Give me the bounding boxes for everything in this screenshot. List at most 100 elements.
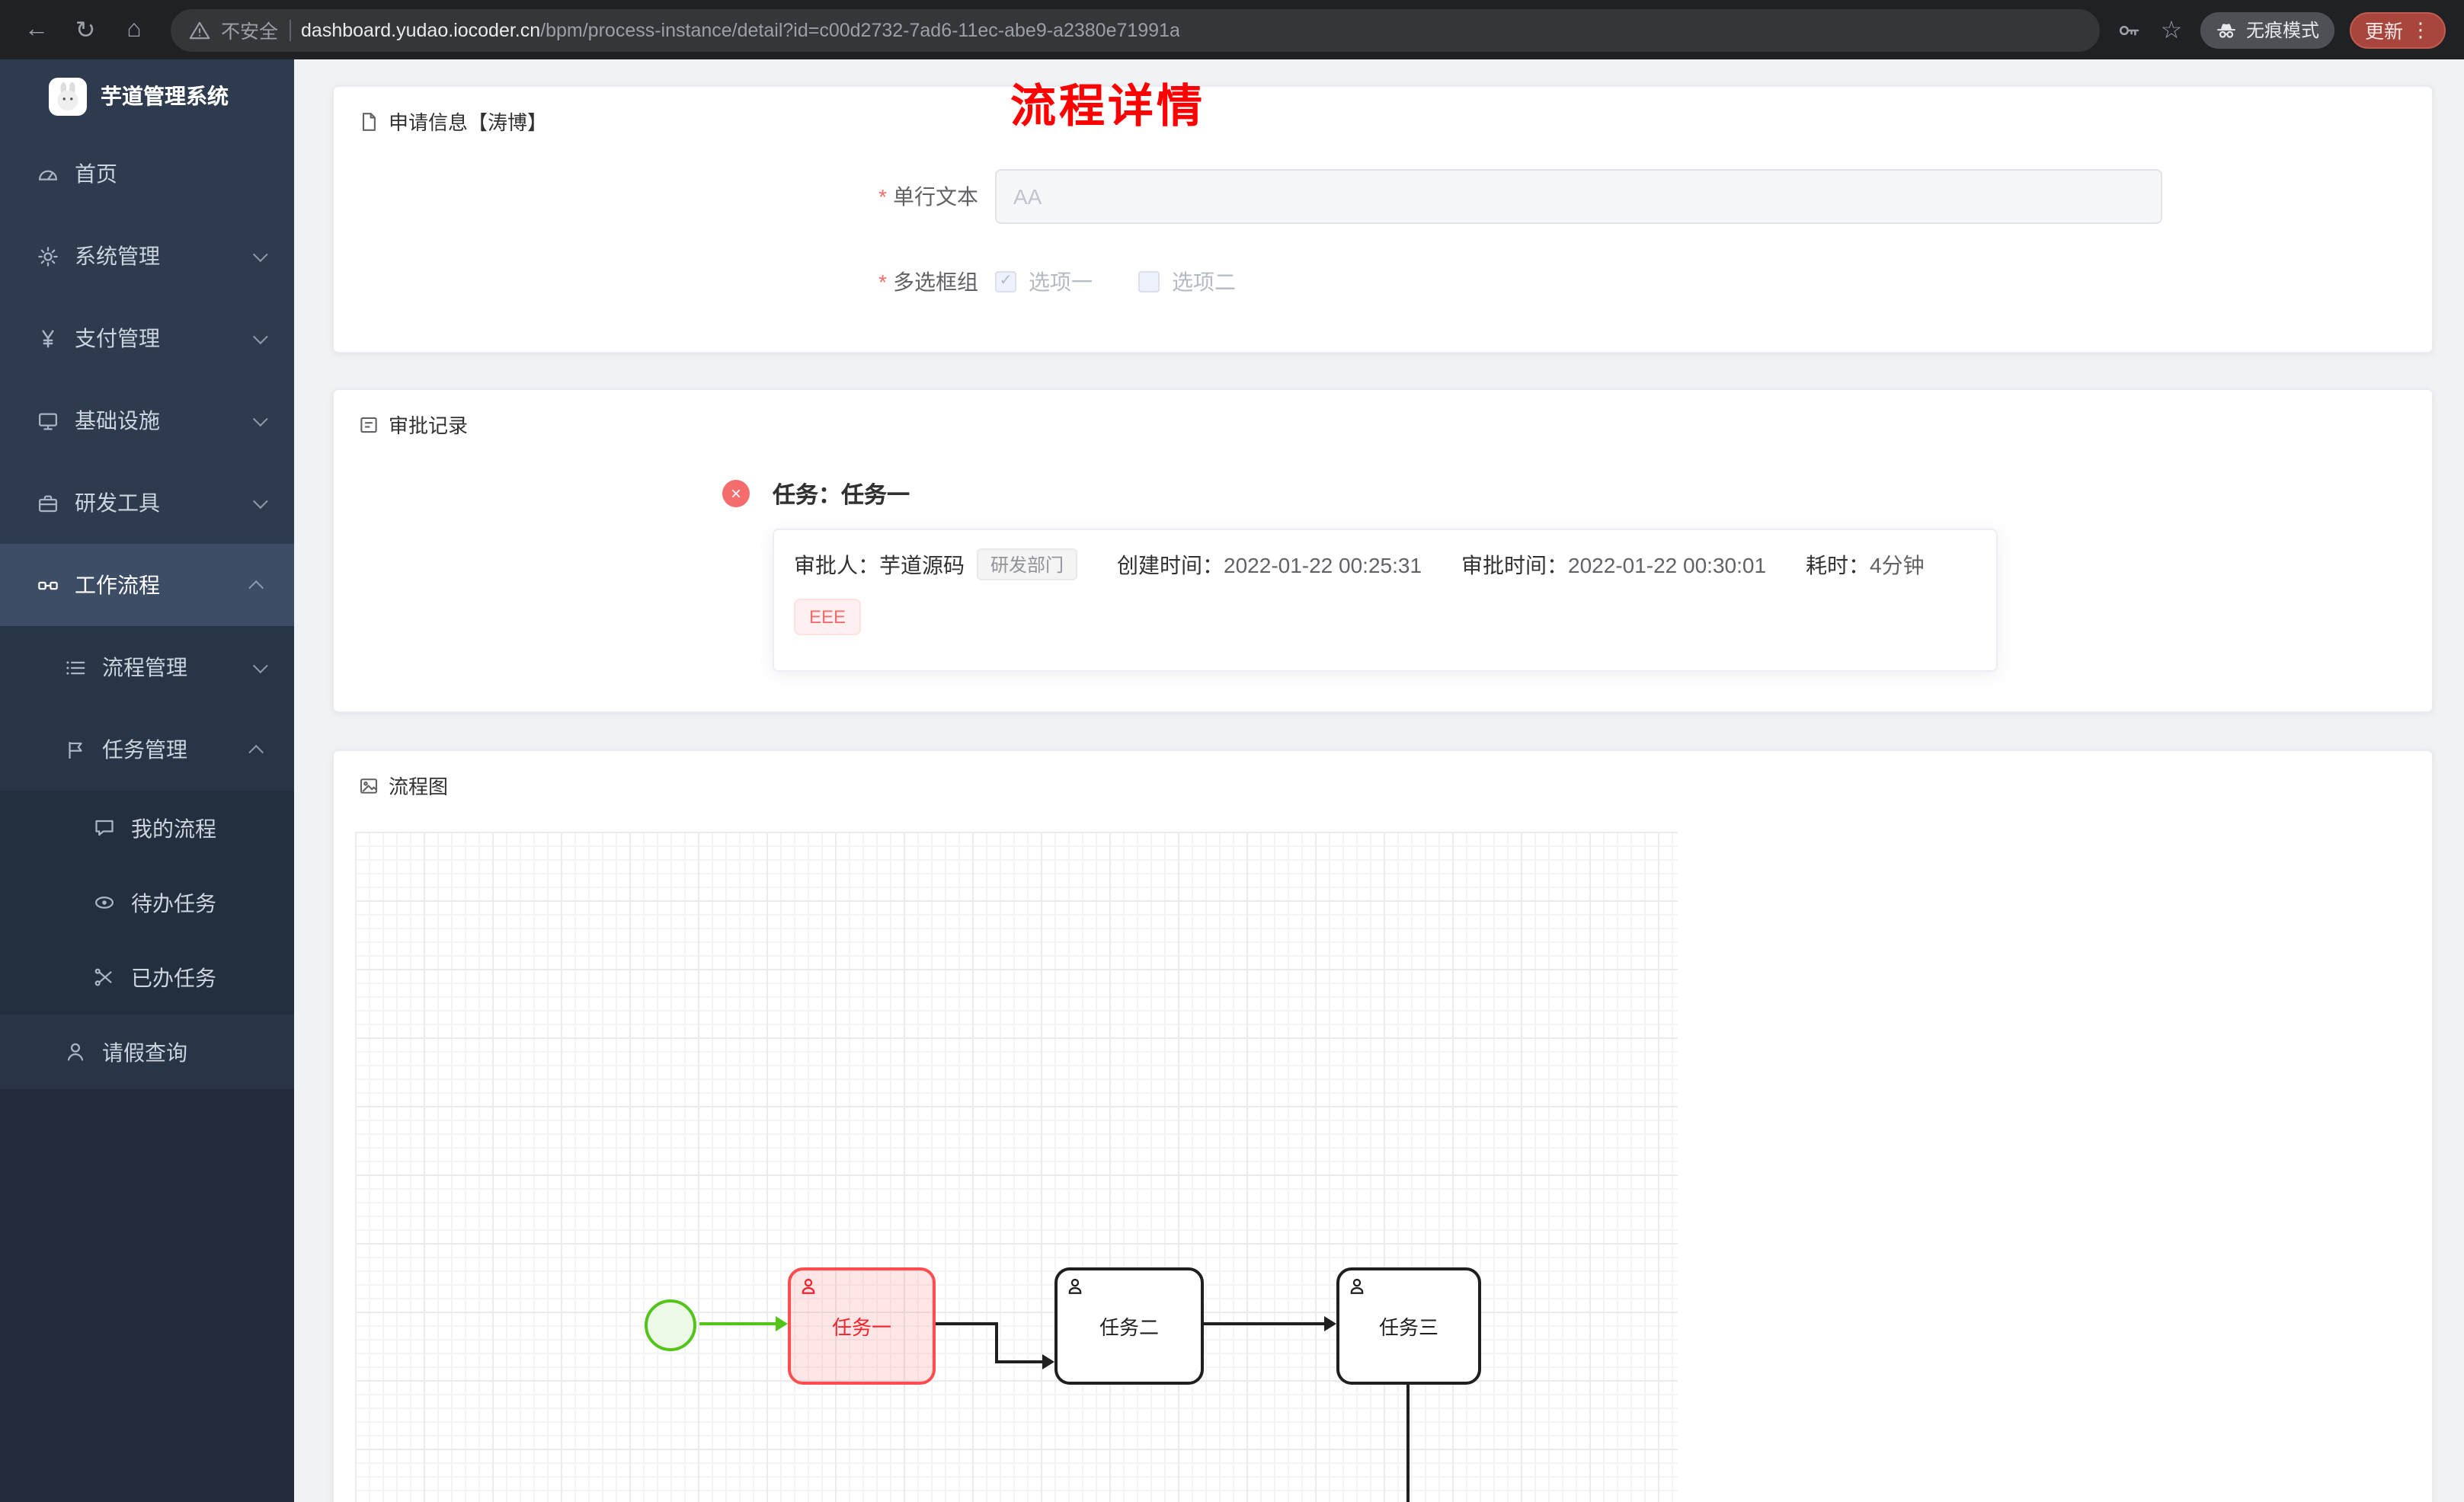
task-node-1[interactable]: 任务一 [788, 1267, 936, 1385]
page-title: 流程详情 [1010, 82, 1205, 133]
bpmn-grid [355, 832, 1678, 1502]
not-secure-label[interactable]: 不安全 [221, 21, 279, 43]
password-key-icon[interactable] [2115, 16, 2142, 43]
update-label: 更新 [2364, 21, 2403, 43]
chevron-down-icon [252, 246, 268, 262]
logo-avatar [49, 77, 87, 115]
update-button[interactable]: 更新 ⋮ [2349, 11, 2446, 48]
sidebar-item-done-tasks[interactable]: 已办任务 [0, 940, 294, 1015]
arrowhead-icon [1324, 1316, 1336, 1331]
dept-tag: 研发部门 [977, 548, 1078, 580]
menu-dots-icon[interactable]: ⋮ [2411, 18, 2430, 40]
sequence-flow-1 [936, 1322, 998, 1325]
rejected-badge-icon: × [722, 480, 750, 507]
sidebar-filler [0, 1089, 294, 1502]
task-title: 任务：任务一 [773, 483, 910, 509]
apply-card-header: 申请信息【涛博】 [334, 87, 2432, 136]
sidebar-item-task-mgmt[interactable]: 任务管理 [0, 708, 294, 791]
approved-time: 2022-01-22 00:30:01 [1568, 552, 1767, 577]
sidebar-item-leave-query[interactable]: 请假查询 [0, 1015, 294, 1089]
comment-tag: EEE [794, 599, 862, 635]
diagram-card-header: 流程图 [334, 751, 2432, 800]
chrome-actions: ☆ 无痕模式 更新 ⋮ [2115, 11, 2449, 48]
user-task-icon [798, 1277, 818, 1296]
chevron-down-icon [252, 411, 268, 427]
url-text[interactable]: dashboard.yudao.iocoder.cn/bpm/process-i… [301, 19, 1180, 40]
arrowhead-icon [776, 1316, 788, 1331]
user-task-icon [1347, 1277, 1367, 1296]
monitor-icon [37, 409, 61, 432]
back-button[interactable]: ← [24, 16, 49, 42]
home-button[interactable]: ⌂ [126, 16, 142, 42]
single-line-text-input[interactable]: AA [995, 169, 2162, 224]
sidebar-item-my-processes[interactable]: 我的流程 [0, 791, 294, 865]
omnibox-divider [289, 19, 291, 40]
dashboard-icon [37, 162, 61, 185]
checkbox-option-1[interactable]: ✓ 选项一 [995, 267, 1093, 297]
address-bar[interactable]: 不安全 dashboard.yudao.iocoder.cn/bpm/proce… [171, 8, 2100, 51]
duration-value: 4分钟 [1870, 552, 1925, 577]
sidebar-item-process-mgmt[interactable]: 流程管理 [0, 626, 294, 708]
chevron-down-icon [252, 493, 268, 509]
arrowhead-icon [1042, 1354, 1054, 1369]
sidebar-item-dev-tools[interactable]: 研发工具 [0, 462, 294, 544]
sidebar-item-workflow[interactable]: 工作流程 [0, 544, 294, 626]
approver-name: 芋道源码 [879, 552, 965, 577]
start-event-node[interactable] [645, 1299, 696, 1351]
approval-card-title: 审批记录 [389, 414, 469, 437]
approval-record-icon [358, 414, 379, 435]
checkbox-group: ✓ 选项一 选项二 [995, 260, 1236, 303]
approval-detail-row: 审批人： 芋道源码 研发部门 创建时间： 2022-01-22 00:25:31… [794, 548, 1976, 580]
not-secure-warning-icon[interactable] [189, 19, 210, 40]
sequence-flow-start [699, 1322, 776, 1325]
chat-bubble-icon [93, 817, 117, 839]
incognito-label: 无痕模式 [2245, 20, 2319, 41]
sidebar-item-todo-tasks[interactable]: 待办任务 [0, 865, 294, 940]
checkbox-option-1-label: 选项一 [1029, 270, 1093, 294]
picture-icon [358, 775, 379, 796]
sidebar: 芋道管理系统 首页 系统管理 支付管理 基础设施 [0, 59, 294, 1502]
bookmark-star-icon[interactable]: ☆ [2160, 18, 2183, 43]
apply-card-title: 申请信息【涛博】 [389, 111, 548, 134]
sidebar-item-system-mgmt[interactable]: 系统管理 [0, 215, 294, 297]
workflow-icon [37, 574, 61, 596]
required-mark: * [878, 270, 887, 294]
sidebar-item-home[interactable]: 首页 [0, 133, 294, 215]
chevron-up-icon [248, 579, 264, 595]
eye-icon [93, 891, 117, 914]
browser-chrome: ← ↻ ⌂ 不安全 dashboard.yudao.iocoder.cn/bpm… [0, 0, 2464, 59]
checkbox-option-2[interactable]: 选项二 [1138, 267, 1236, 297]
approval-record-card: 审批记录 × 任务：任务一 审批人： 芋道源码 研发部门 创建时间： 2022-… [332, 388, 2434, 713]
gear-icon [37, 244, 61, 267]
apply-info-card: 申请信息【涛博】 *单行文本 AA *多选框组 ✓ 选项一 选项二 [332, 85, 2434, 353]
approver-pair: 审批人： 芋道源码 研发部门 [794, 548, 1078, 580]
toolbox-icon [37, 491, 61, 514]
checkbox-option-2-label: 选项二 [1172, 270, 1236, 294]
diagram-card-title: 流程图 [389, 775, 449, 798]
chevron-up-icon [248, 743, 264, 759]
chevron-down-icon [252, 328, 268, 344]
checkbox-unchecked-icon [1138, 271, 1160, 292]
checkbox-checked-icon: ✓ [995, 271, 1016, 292]
sidebar-item-payment-mgmt[interactable]: 支付管理 [0, 297, 294, 379]
bpmn-canvas[interactable]: 任务一 任务二 任务三 [334, 751, 2432, 1502]
app-title: 芋道管理系统 [101, 84, 229, 108]
task-node-2[interactable]: 任务二 [1054, 1267, 1204, 1385]
sequence-flow-3 [1406, 1385, 1410, 1502]
approval-card-header: 审批记录 [334, 390, 2432, 439]
sequence-flow-1 [995, 1360, 1042, 1363]
sidebar-menu: 首页 系统管理 支付管理 基础设施 研发工具 [0, 133, 294, 1089]
created-time-pair: 创建时间： 2022-01-22 00:25:31 [1117, 552, 1422, 577]
refresh-button[interactable]: ↻ [75, 18, 96, 43]
sidebar-item-infrastructure[interactable]: 基础设施 [0, 379, 294, 462]
input-value: AA [1013, 184, 1042, 209]
url-path: /bpm/process-instance/detail?id=c00d2732… [540, 19, 1180, 40]
task-node-3[interactable]: 任务三 [1336, 1267, 1481, 1385]
sequence-flow-2 [1204, 1322, 1324, 1325]
url-domain: dashboard.yudao.iocoder.cn [301, 19, 541, 40]
app-logo[interactable]: 芋道管理系统 [0, 59, 294, 133]
nav-buttons: ← ↻ ⌂ [15, 8, 155, 51]
sequence-flow-1 [995, 1322, 998, 1363]
process-diagram-card: 流程图 任务一 任务二 [332, 749, 2434, 1502]
